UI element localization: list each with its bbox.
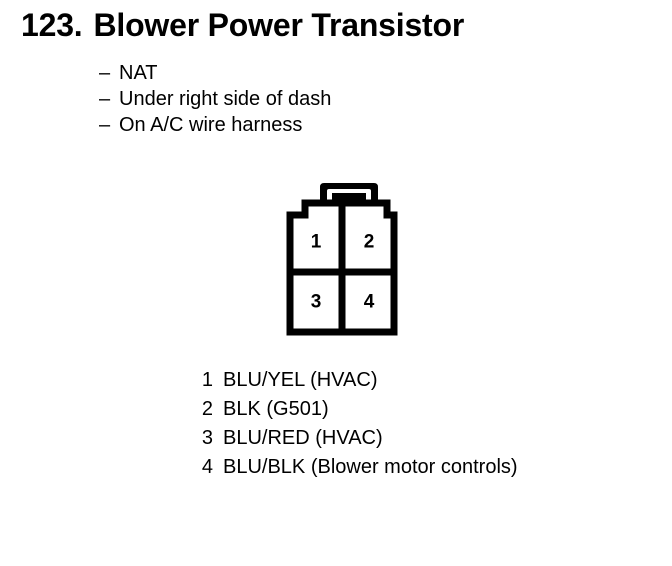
page-title: 123. Blower Power Transistor [21, 9, 464, 41]
note-item-label: On A/C wire harness [119, 114, 303, 136]
legend-row: 3 BLU/RED (HVAC) [196, 424, 518, 453]
page-title-number: 123. [21, 7, 83, 43]
note-list: – NAT – Under right side of dash – On A/… [99, 60, 331, 138]
legend-pin-number: 2 [201, 398, 213, 420]
en-dash-bullet-icon: – [99, 62, 111, 84]
pin-number-3: 3 [311, 292, 322, 313]
pin-legend: 1 BLU/YEL (HVAC) 2 BLK (G501) 3 BLU/RED … [196, 366, 518, 482]
legend-row: 2 BLK (G501) [196, 395, 518, 424]
legend-pin-description: BLU/BLK (Blower motor controls) [223, 456, 518, 478]
connector-diagram: 1 2 3 4 [282, 176, 402, 340]
note-item: – On A/C wire harness [99, 112, 331, 138]
pin-number-1: 1 [311, 232, 322, 253]
legend-row: 4 BLU/BLK (Blower motor controls) [196, 453, 518, 482]
pin-number-4: 4 [364, 292, 375, 313]
legend-pin-description: BLK (G501) [223, 398, 329, 420]
note-item: – Under right side of dash [99, 86, 331, 112]
note-item-label: Under right side of dash [119, 88, 332, 110]
legend-pin-number: 1 [201, 369, 213, 391]
page-title-text: Blower Power Transistor [93, 7, 465, 43]
legend-pin-number: 4 [201, 456, 213, 478]
note-item-label: NAT [119, 62, 158, 84]
en-dash-bullet-icon: – [99, 88, 111, 110]
legend-row: 1 BLU/YEL (HVAC) [196, 366, 518, 395]
note-item: – NAT [99, 60, 331, 86]
legend-pin-number: 3 [201, 427, 213, 449]
legend-pin-description: BLU/RED (HVAC) [223, 427, 383, 449]
connector-locking-tab-icon [320, 183, 378, 205]
pin-number-2: 2 [364, 232, 375, 253]
legend-pin-description: BLU/YEL (HVAC) [223, 369, 378, 391]
en-dash-bullet-icon: – [99, 114, 111, 136]
